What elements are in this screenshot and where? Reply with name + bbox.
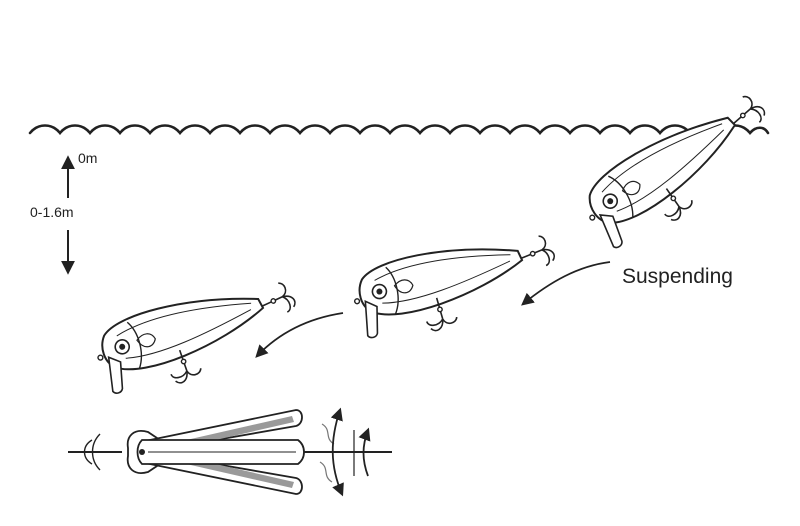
minnow-lure-icon: [347, 223, 566, 349]
depth-range-label: 0-1.6m: [30, 204, 74, 220]
behavior-label: Suspending: [622, 265, 733, 288]
curved-arrow-icon: [255, 312, 344, 358]
minnow-lure-icon: [574, 81, 789, 259]
top-view-lure-icon: [68, 407, 392, 497]
water-surface-icon: [28, 124, 770, 136]
depth-top-label: 0m: [78, 150, 98, 166]
minnow-lure-icon: [89, 269, 309, 404]
curved-arrow-icon: [521, 261, 611, 306]
